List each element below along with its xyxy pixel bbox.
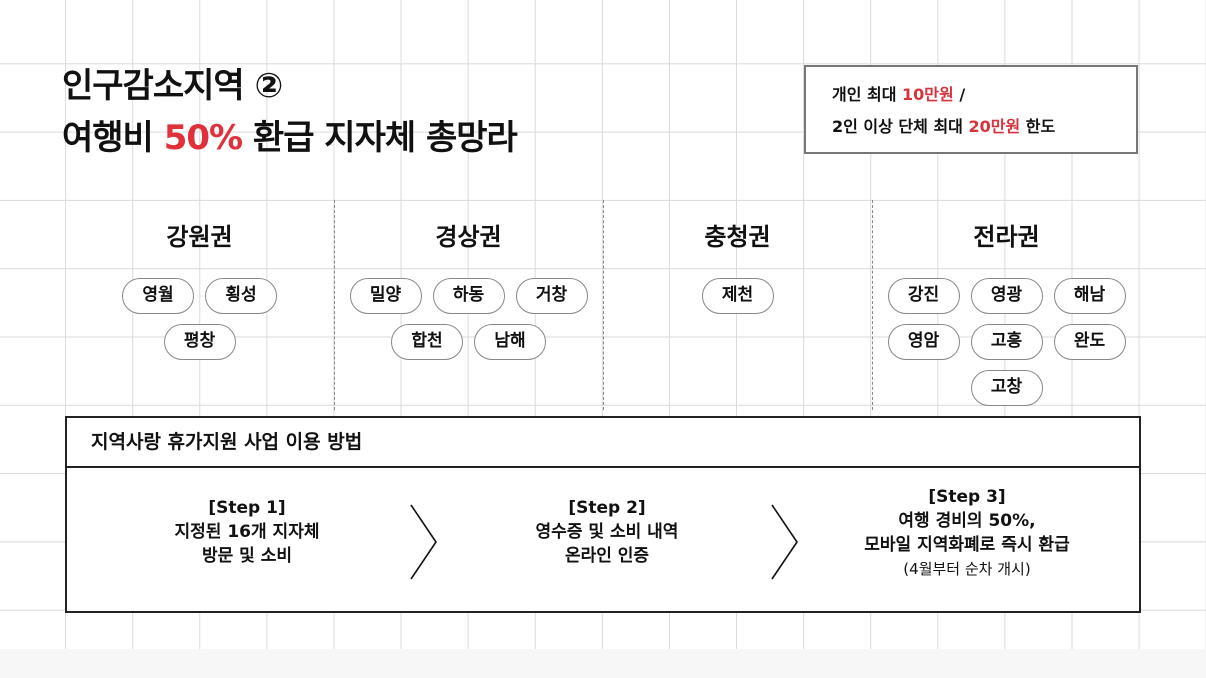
region-gangwon: 강원권 영월 횡성 평창 [65,214,334,360]
step-text: 지정된 16개 지자체 [174,522,320,542]
step-text: 방문 및 소비 [201,546,293,566]
place-list: 밀양 하동 거창 합천 남해 [334,278,603,360]
page-title: 인구감소지역 ② 여행비 50% 환급 지자체 총망라 [62,60,518,164]
step-label: [Step 2] [568,498,646,518]
refund-limit-box: 개인 최대 10만원 / 2인 이상 단체 최대 20만원 한도 [804,65,1138,154]
steps-header: 지역사랑 휴가지원 사업 이용 방법 [67,418,1139,468]
region-gyeongsang: 경상권 밀양 하동 거창 합천 남해 [334,214,603,360]
step-text: 모바일 지역화폐로 즉시 환급 [864,535,1070,555]
title-line-2: 여행비 50% 환급 지자체 총망라 [62,112,518,164]
place-pill[interactable]: 고흥 [970,324,1043,360]
region-divider [334,200,335,410]
step-label: [Step 3] [928,487,1006,507]
title-text: 환급 지자체 총망라 [242,118,518,158]
region-divider [603,200,604,410]
place-pill[interactable]: 평창 [163,324,236,360]
place-list: 강진 영광 해남 영암 고흥 완도 고창 [872,278,1141,406]
limit-text: 한도 [1020,117,1056,136]
place-pill[interactable]: 영월 [122,278,194,314]
chevron-right-icon [410,504,437,580]
region-title: 경상권 [435,223,502,251]
region-chungcheong: 충청권 제천 [603,214,872,314]
step-1: [Step 1] 지정된 16개 지자체 방문 및 소비 [137,496,357,568]
place-list: 제천 [603,278,872,314]
step-text: 온라인 인증 [564,546,650,566]
title-text: 여행비 [62,118,164,158]
place-pill[interactable]: 강진 [887,278,960,314]
place-pill[interactable]: 거창 [515,278,588,314]
limit-text: / [953,85,966,104]
step-label: [Step 1] [208,498,286,518]
step-2: [Step 2] 영수증 및 소비 내역 온라인 인증 [487,496,727,568]
limit-group: 2인 이상 단체 최대 20만원 한도 [832,111,1136,143]
place-pill[interactable]: 영암 [887,324,960,360]
region-title: 강원권 [166,223,233,251]
step-note: (4월부터 순차 개시) [903,560,1031,578]
step-text: 여행 경비의 50%, [898,511,1036,531]
limit-individual: 개인 최대 10만원 / [832,79,1136,111]
region-divider [872,200,873,410]
region-title: 충청권 [704,223,771,251]
place-list: 영월 횡성 평창 [65,278,334,360]
place-pill[interactable]: 횡성 [205,278,277,314]
title-line-1: 인구감소지역 ② [62,66,283,106]
chevron-right-icon [771,504,798,580]
place-pill[interactable]: 밀양 [349,278,422,314]
limit-text: 2인 이상 단체 최대 [832,117,969,136]
place-pill[interactable]: 남해 [474,324,546,360]
limit-amount: 10만원 [902,85,954,104]
place-pill[interactable]: 해남 [1053,278,1126,314]
limit-amount: 20만원 [968,117,1021,136]
place-pill[interactable]: 합천 [391,324,463,360]
place-pill[interactable]: 하동 [432,278,505,314]
usage-steps-box: 지역사랑 휴가지원 사업 이용 방법 [Step 1] 지정된 16개 지자체 … [65,416,1141,613]
place-pill[interactable]: 영광 [970,278,1043,314]
place-pill[interactable]: 고창 [970,370,1043,406]
step-text: 영수증 및 소비 내역 [535,522,679,542]
step-3: [Step 3] 여행 경비의 50%, 모바일 지역화폐로 즉시 환급 (4월… [837,485,1097,581]
place-pill[interactable]: 제천 [701,278,774,314]
place-pill[interactable]: 완도 [1053,324,1126,360]
region-jeolla: 전라권 강진 영광 해남 영암 고흥 완도 고창 [872,214,1141,406]
region-title: 전라권 [973,223,1040,251]
title-highlight: 50% [163,118,243,158]
limit-text: 개인 최대 [832,85,903,104]
